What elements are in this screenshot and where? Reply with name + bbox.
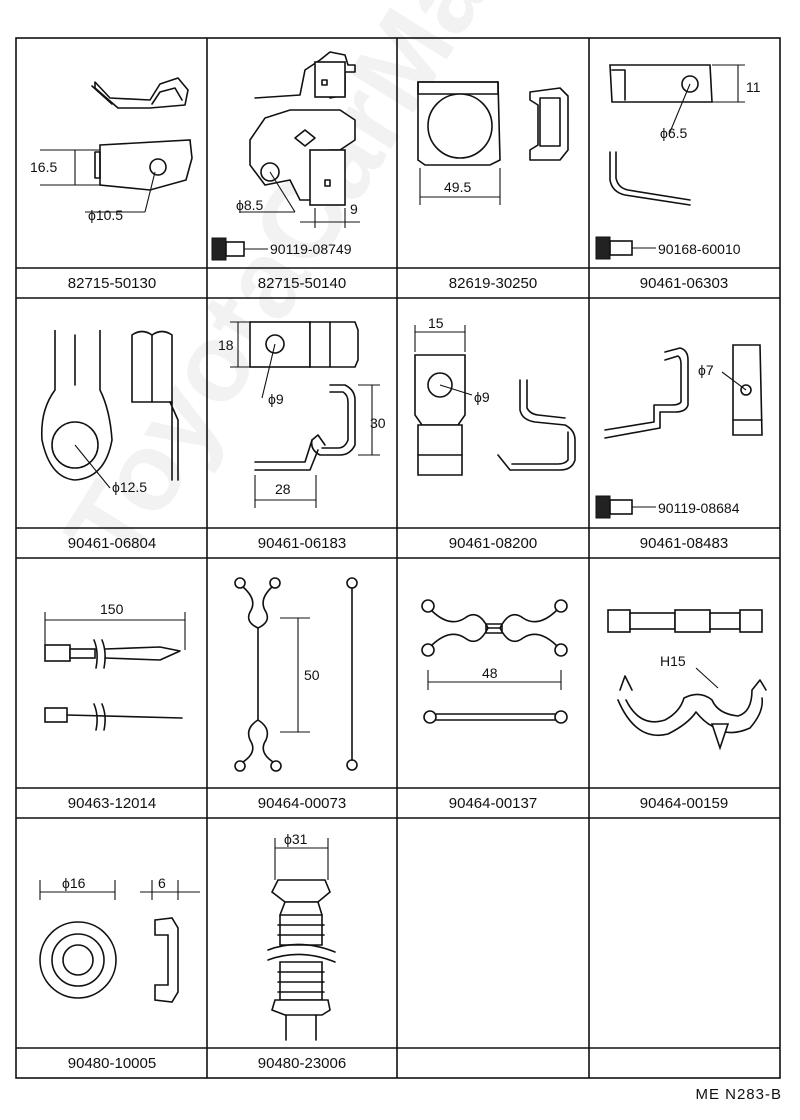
part-number: 90463-12014 [68, 795, 156, 812]
part-drawing-90461-08200: 15 ϕ9 [414, 315, 576, 476]
part-number: 90464-00137 [449, 795, 537, 812]
dimension-label: 6 [158, 875, 166, 891]
part-drawing-90463-12014: 150 [44, 601, 186, 731]
dimension-label: 11 [746, 79, 761, 95]
part-number: 90461-08200 [449, 535, 537, 552]
part-number: 90461-06183 [258, 535, 346, 552]
part-number: 90480-23006 [258, 1055, 346, 1072]
part-number: 90464-00159 [640, 795, 728, 812]
part-number: 90480-10005 [68, 1055, 156, 1072]
dimension-label: 16.5 [30, 159, 57, 175]
part-drawing-90461-08483: ϕ7 90119-08684 [595, 344, 763, 519]
sub-part-number: 90119-08684 [658, 500, 740, 516]
part-number: 90461-08483 [640, 535, 728, 552]
dimension-label: ϕ7 [698, 362, 714, 378]
dimension-label: 9 [350, 201, 358, 217]
dimension-label: 150 [100, 601, 124, 617]
dimension-label: ϕ31 [284, 831, 308, 847]
part-number: 90464-00073 [258, 795, 346, 812]
dimension-label: ϕ8.5 [236, 197, 264, 213]
part-number: 82715-50140 [258, 275, 346, 292]
part-number: 82619-30250 [449, 275, 537, 292]
dimension-label: ϕ16 [62, 875, 86, 891]
part-number: 90461-06303 [640, 275, 728, 292]
dimension-label: 30 [370, 415, 386, 431]
part-drawing-82715-50130: 16.5 ϕ10.5 [30, 77, 193, 223]
part-drawing-90461-06804: ϕ12.5 [40, 330, 179, 495]
part-drawing-90464-00137: 48 [421, 599, 568, 724]
dimension-label: ϕ9 [268, 391, 284, 407]
dimension-label: 49.5 [444, 179, 471, 195]
part-drawing-82619-30250: 49.5 [417, 81, 569, 205]
part-drawing-90480-10005: ϕ16 6 [39, 875, 200, 1003]
drawing-reference-code: ME N283-B [695, 1086, 782, 1103]
part-number-labels: 82715-50130 82715-50140 82619-30250 9046… [68, 275, 728, 1072]
part-drawing-90480-23006: ϕ31 [267, 831, 336, 1041]
part-drawing-90461-06183: 18 ϕ9 30 28 [218, 321, 386, 508]
dimension-label: ϕ6.5 [660, 125, 688, 141]
dimension-label: ϕ9 [474, 389, 490, 405]
sub-part-number: 90168-60010 [658, 241, 741, 257]
dimension-label: 15 [428, 315, 444, 331]
part-number: 82715-50130 [68, 275, 156, 292]
dimension-label: 48 [482, 665, 498, 681]
sub-part-number: 90119-08749 [270, 241, 352, 257]
dimension-label: 28 [275, 481, 291, 497]
dimension-label: ϕ12.5 [112, 479, 147, 495]
part-drawing-82715-50140: ϕ8.5 9 90119-08749 [211, 51, 360, 261]
dimension-label: 18 [218, 337, 234, 353]
grid-lines [15, 37, 781, 1079]
dimension-label: H15 [660, 653, 686, 669]
part-drawing-90464-00073: 50 [234, 577, 358, 772]
part-drawing-90461-06303: 11 ϕ6.5 90168-60010 [595, 64, 761, 260]
part-number: 90461-06804 [68, 535, 156, 552]
part-drawing-90464-00159: H15 [607, 609, 767, 751]
dimension-label: 50 [304, 667, 320, 683]
dimension-label: ϕ10.5 [88, 207, 123, 223]
